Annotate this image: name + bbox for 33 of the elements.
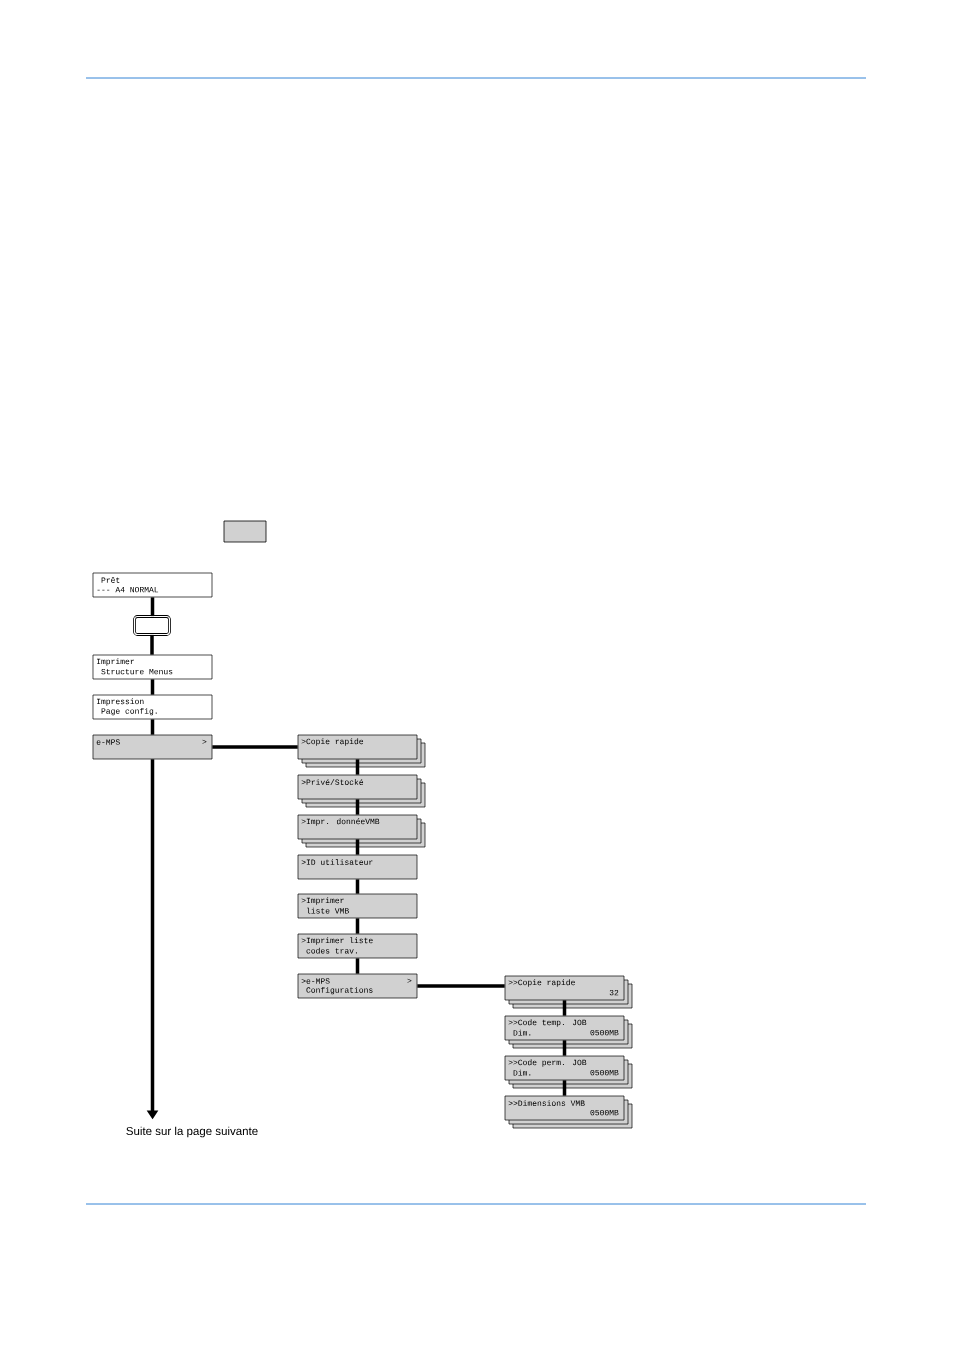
connector-line [355,879,360,894]
connector-line [417,984,505,988]
connector-line [150,679,155,695]
menu-display: >>Code temp. JOB Dim. 0500MB [504,1015,633,1049]
connector-line [355,958,360,974]
menu-display: >Copie rapide [297,734,426,768]
menu-display: Impression Page config. [92,694,213,720]
menu-display: >>Copie rapide 32 [504,975,633,1009]
connector-line [150,634,154,655]
connector-line [355,759,360,775]
menu-display: Prêt --- A4 NORMAL [92,572,213,598]
menu-display: >>Code perm. JOB Dim. 0500MB [504,1055,633,1089]
connector-line [562,1040,567,1056]
menu-display: >e-MPS > Configurations [297,973,418,999]
menu-display: Imprimer Structure Menus [92,654,213,680]
connector-line [355,799,360,815]
menu-display: >Imprimer liste codes trav. [297,933,418,959]
menu-display: >>Dimensions VMB 0500MB [504,1095,633,1129]
connector-line [562,1000,567,1016]
key-button [133,615,171,636]
menu-display: >Privé/Stocké [297,774,426,808]
connector-line [150,719,155,735]
display-box [223,520,267,543]
menu-display: >ID utilisateur [297,854,418,880]
note-text: Suite sur la page suivante [126,1126,258,1138]
connector-line [355,918,360,934]
connector-line [355,839,360,855]
connector-line [212,745,298,749]
connector-line [150,597,155,617]
connector-line [562,1080,567,1096]
menu-display: e-MPS > [92,734,213,760]
menu-display: >Imprimer liste VMB [297,893,418,919]
menu-display: >Impr. donnéeVMB [297,814,426,848]
